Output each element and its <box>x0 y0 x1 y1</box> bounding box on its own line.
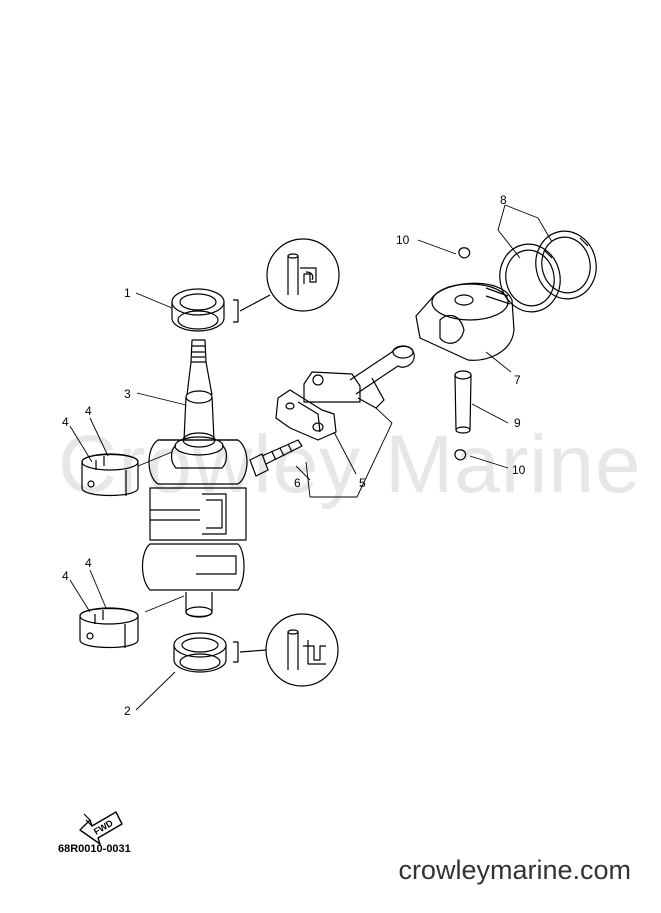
connecting-rod-bolt[interactable] <box>249 439 303 477</box>
callout-4-upper-inner: 4 <box>85 404 92 418</box>
callout-4-lower-inner: 4 <box>85 556 92 570</box>
piston-pin-clip-upper[interactable] <box>458 247 471 259</box>
callout-1: 1 <box>124 286 131 300</box>
site-url[interactable]: crowleymarine.com <box>398 855 631 885</box>
callout-6: 6 <box>294 476 301 490</box>
callout-8: 8 <box>500 193 507 207</box>
callout-10-lower: 10 <box>512 463 526 477</box>
callout-9: 9 <box>514 416 521 430</box>
main-bearing-lower[interactable] <box>79 607 139 649</box>
callout-5: 5 <box>359 476 366 490</box>
callout-4-upper-outer: 4 <box>62 415 69 429</box>
piston-pin[interactable] <box>454 370 472 434</box>
seal-detail-lower <box>265 613 339 687</box>
oil-seal-lower[interactable] <box>173 632 227 673</box>
piston[interactable] <box>415 282 515 361</box>
bracket-lower <box>233 641 239 663</box>
crankshaft[interactable] <box>141 339 248 618</box>
callout-3: 3 <box>124 387 131 401</box>
callout-7: 7 <box>514 373 521 387</box>
watermark-text: Crowley Marine <box>58 419 642 510</box>
callout-10-upper: 10 <box>396 233 410 247</box>
fwd-arrow-icon <box>79 811 123 845</box>
detail-leader-upper <box>239 294 271 312</box>
bracket-upper <box>233 299 239 323</box>
callout-4-lower-outer: 4 <box>62 569 69 583</box>
detail-leader-lower <box>239 649 267 653</box>
seal-detail-upper <box>266 238 340 312</box>
oil-seal-upper[interactable] <box>171 288 225 332</box>
diagram-part-code: 68R0010-0031 <box>58 843 131 855</box>
piston-rings[interactable] <box>494 226 603 318</box>
fwd-label: FWD <box>92 818 115 837</box>
leader-lines <box>69 204 553 711</box>
callout-2: 2 <box>124 704 131 718</box>
main-bearing-upper[interactable] <box>81 453 139 497</box>
piston-pin-clip-lower[interactable] <box>454 449 467 461</box>
connecting-rod[interactable] <box>275 345 415 441</box>
